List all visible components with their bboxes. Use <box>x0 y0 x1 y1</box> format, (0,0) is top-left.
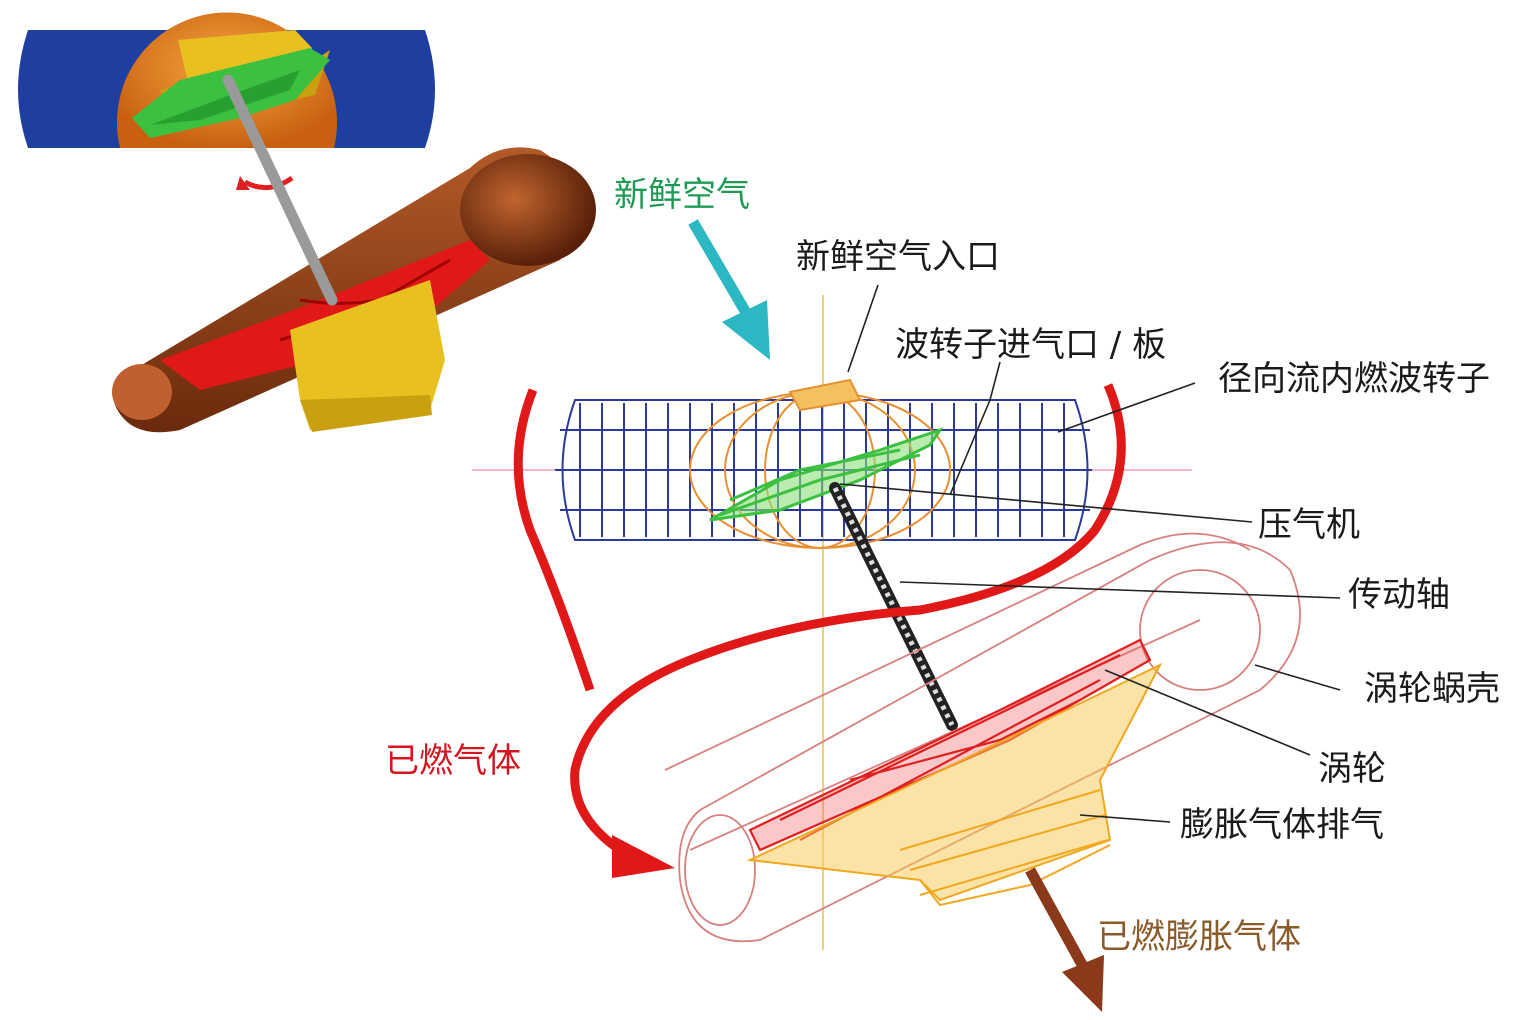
burned-expanded-gas-arrow <box>1025 867 1090 973</box>
inset-3d-illustration <box>18 12 596 433</box>
exhaust-yellow <box>290 280 445 430</box>
label-drive-shaft: 传动轴 <box>1348 575 1450 615</box>
exhaust-wireframe <box>746 662 1163 907</box>
burned-gas-curve-main <box>570 383 1126 866</box>
turbine-volute-wireframe <box>664 532 1301 943</box>
label-burned-expanded-gas: 已燃膨胀气体 <box>1097 917 1301 957</box>
fresh-air-arrowhead-icon <box>722 300 770 360</box>
burned-gas-arrowhead-icon <box>612 835 675 878</box>
compressor-wireframe <box>709 427 944 522</box>
turbine-wireframe <box>748 638 1152 852</box>
drive-shaft-grey <box>222 74 338 306</box>
label-expanded-gas-exhaust: 膨胀气体排气 <box>1180 805 1384 845</box>
rotation-arrow-icon <box>243 175 294 191</box>
label-turbine: 涡轮 <box>1318 749 1386 789</box>
label-fresh-air: 新鲜空气 <box>614 175 750 215</box>
rotor-sphere-wireframe <box>689 378 951 549</box>
label-wave-rotor-inlet-plate: 波转子进气口 / 板 <box>895 325 1166 365</box>
label-compressor: 压气机 <box>1258 505 1360 545</box>
label-turbine-volute: 涡轮蜗壳 <box>1364 669 1500 709</box>
drive-shaft <box>829 482 958 731</box>
leader-lines <box>839 284 1341 823</box>
burned-expanded-gas-arrowhead-icon <box>1062 955 1104 1012</box>
label-fresh-air-inlet: 新鲜空气入口 <box>796 237 1000 277</box>
burned-gas-curve-left <box>513 388 595 692</box>
label-radial-wave-rotor: 径向流内燃波转子 <box>1218 359 1490 399</box>
label-burned-gas: 已燃气体 <box>385 741 521 781</box>
turbine-red <box>160 240 490 390</box>
